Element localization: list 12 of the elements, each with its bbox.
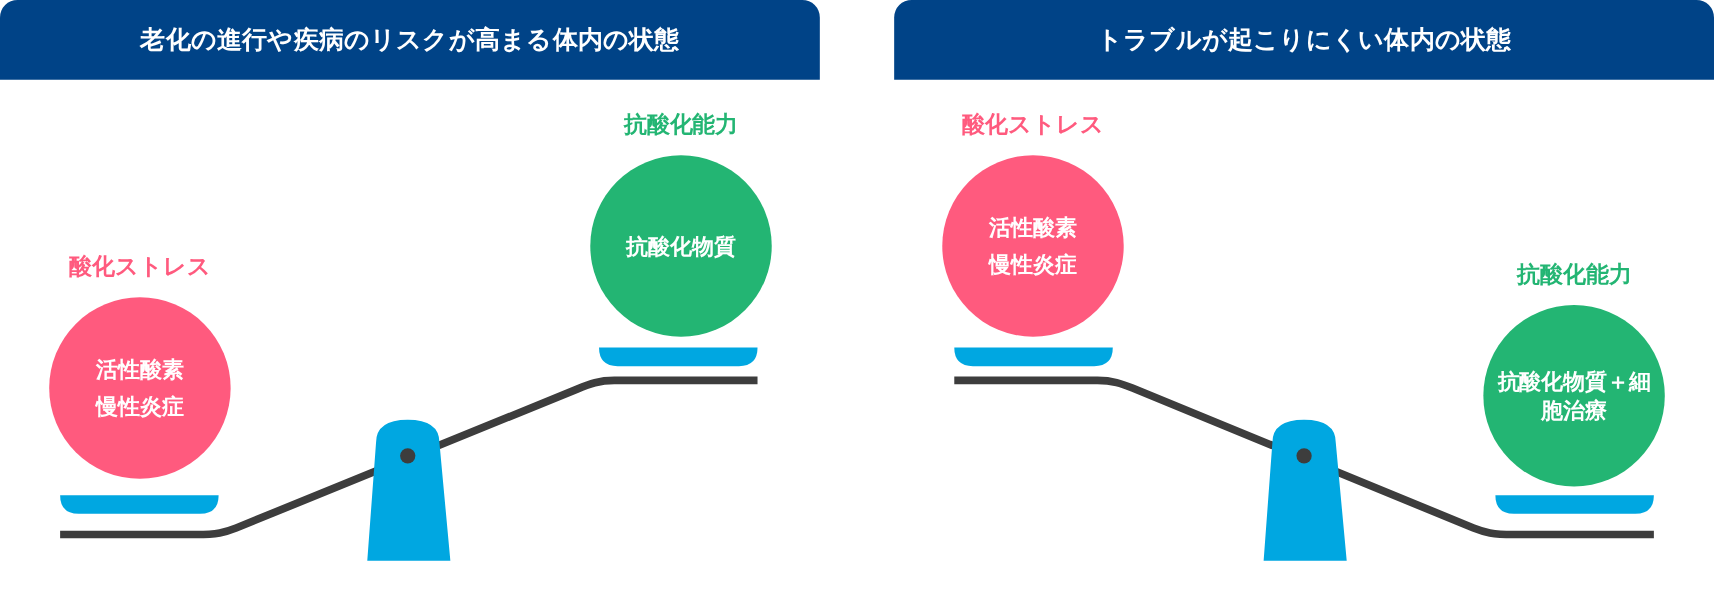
circle-text: 活性酸素	[96, 355, 184, 384]
heading-label: 酸化ストレス	[67, 252, 212, 282]
circle-text: 慢性炎症	[989, 250, 1077, 279]
circle-text: 抗酸化物質	[626, 231, 736, 261]
circle-text: 抗酸化物質＋細胞治療	[1496, 367, 1652, 425]
circle-text: 活性酸素	[989, 213, 1077, 242]
heading-label: 抗酸化能力	[1515, 260, 1633, 290]
header-band: 老化の進行や疾病のリスクが高まる体内の状態	[0, 0, 820, 80]
heading-label: 抗酸化能力	[622, 110, 740, 140]
circle-text: 慢性炎症	[96, 392, 184, 421]
header-band: トラブルが起こりにくい体内の状態	[894, 0, 1714, 80]
heading-label: 酸化ストレス	[960, 110, 1106, 140]
